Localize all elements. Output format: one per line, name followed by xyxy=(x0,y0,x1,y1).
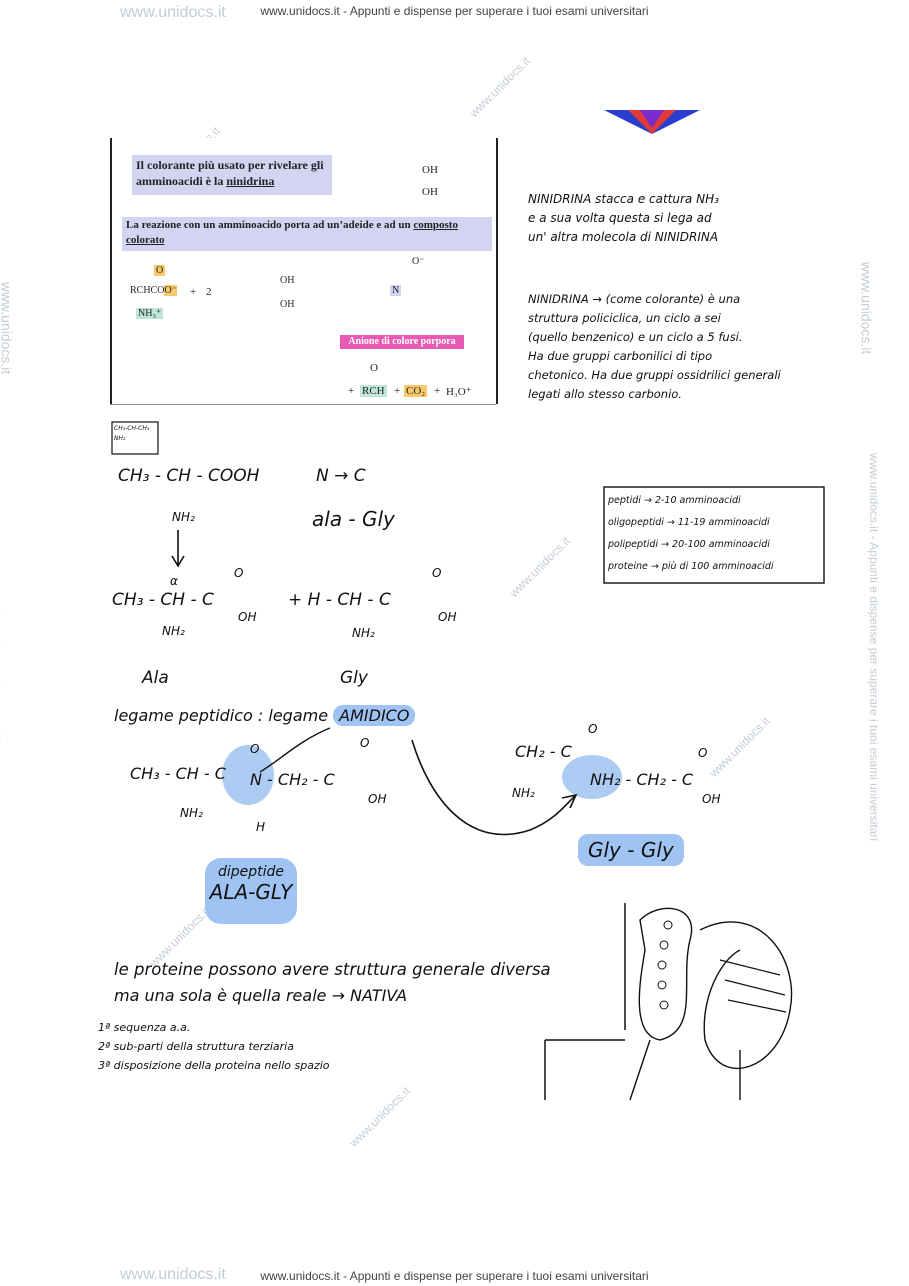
chem-o-minus: O⁻ xyxy=(412,256,425,267)
note-line: (quello benzenico) e un ciclo a 5 fusi. xyxy=(528,330,743,344)
note-line: NINIDRINA → (come colorante) è una xyxy=(528,292,741,306)
chem-rchco: RCHCOO⁻ xyxy=(130,285,177,296)
dipeptide-oh: OH xyxy=(368,792,387,806)
reaction-keyword: composto colorato xyxy=(126,219,458,246)
chem-rchco-text: RCHCO xyxy=(130,285,165,296)
chem-co2: CO₂ xyxy=(404,385,428,397)
note-line: proteine → più di 100 amminoacidi xyxy=(608,561,774,572)
dipeptide-name: ALA-GLY xyxy=(209,880,293,904)
dipeptide-formula: CH₃ - CH - C xyxy=(130,764,226,783)
chem-co-minus: O⁻ xyxy=(164,285,177,296)
glygly-rest: NH₂ - CH₂ - C xyxy=(590,770,694,789)
watermark: www.unidocs.it xyxy=(120,1266,226,1283)
proteins-line-1: le proteine possono avere struttura gene… xyxy=(114,960,551,979)
page-header: www.unidocs.it - Appunti e dispense per … xyxy=(260,4,649,18)
ala-nh2-2: NH₂ xyxy=(162,624,185,638)
reaction-text: La reazione con un amminoacido porta ad … xyxy=(126,219,414,231)
note-line: chetonico. Ha due gruppi ossidrilici gen… xyxy=(528,368,781,382)
chem-plus-2: + xyxy=(348,385,355,397)
note-line: CH₃-CH-CH₃ xyxy=(114,425,150,432)
dipeptide-nh2: NH₂ xyxy=(180,806,203,820)
chem-rch: RCH xyxy=(360,385,387,397)
note-line: Ha due gruppi carbonilici di tipo xyxy=(528,349,713,363)
dipeptide-h: H xyxy=(256,820,266,834)
peptide-classification: peptidi → 2-10 amminoacidi oligopeptidi … xyxy=(608,490,774,578)
note-line: polipeptidi → 20-100 amminoacidi xyxy=(608,539,770,550)
chem-plus-4: + xyxy=(434,385,441,397)
chem-h3o: H₃O⁺ xyxy=(446,386,472,398)
ala-nh2: NH₂ xyxy=(172,510,195,524)
chem-plus: + xyxy=(190,286,197,298)
glygly-oh: OH xyxy=(702,792,721,806)
note-line: oligopeptidi → 11-19 amminoacidi xyxy=(608,517,770,528)
direction-note: N → C xyxy=(316,466,366,486)
intro-text: Il colorante più usato per rivelare gli … xyxy=(136,158,324,188)
ala-gly-note: ala - Gly xyxy=(312,507,395,531)
gly-o: O xyxy=(432,566,442,580)
note-line: e a sua volta questa si lega ad xyxy=(528,211,712,225)
reaction-box: La reazione con un amminoacido porta ad … xyxy=(122,217,492,251)
note-line: NINIDRINA stacca e cattura NH₃ xyxy=(528,192,719,206)
dipeptide-rest: N - CH₂ - C xyxy=(250,770,335,789)
peptide-bond-text: legame peptidico : legame xyxy=(114,706,329,725)
chem-o: O xyxy=(154,265,166,276)
glygly-label: Gly - Gly xyxy=(578,834,684,866)
dipeptide-o: O xyxy=(250,742,260,756)
intro-keyword: ninidrina xyxy=(226,174,275,188)
list-item: 3ª disposizione della proteina nello spa… xyxy=(98,1059,330,1072)
alpha-label: α xyxy=(170,574,178,588)
gly-full-formula: + H - CH - C xyxy=(288,590,391,610)
ninidrina-note-1: NINIDRINA stacca e cattura NH₃ e a sua v… xyxy=(528,190,719,247)
ala-full-formula: CH₃ - CH - C xyxy=(112,590,214,610)
page-footer: www.unidocs.it - Appunti e dispense per … xyxy=(260,1269,649,1283)
note-line: un' altra molecola di NINIDRINA xyxy=(528,230,719,244)
note-line: peptidi → 2-10 amminoacidi xyxy=(608,495,741,506)
structure-list: 1ª sequenza a.a. 2ª sub-parti della stru… xyxy=(98,1018,330,1075)
ala-o: O xyxy=(234,566,244,580)
note-line: legati allo stesso carbonio. xyxy=(528,387,682,401)
proteins-line-2: ma una sola è quella reale → NATIVA xyxy=(114,986,408,1005)
chem-plus-3: + xyxy=(394,385,401,397)
ala-label: Ala xyxy=(142,668,169,688)
ninidrina-note-2: NINIDRINA → (come colorante) è una strut… xyxy=(528,290,781,404)
chem-oh-1: OH xyxy=(422,164,438,176)
glygly-o: O xyxy=(588,722,598,736)
gly-oh: OH xyxy=(438,610,457,624)
glygly-nh2: NH₂ xyxy=(512,786,535,800)
dipeptide-badge: dipeptide ALA-GLY xyxy=(205,858,297,924)
chem-n: N xyxy=(390,285,402,296)
chem-oh-4: OH xyxy=(280,299,295,310)
list-item: 1ª sequenza a.a. xyxy=(98,1021,191,1034)
watermark: www.unidocs.it xyxy=(120,4,226,21)
gly-nh2: NH₂ xyxy=(352,626,375,640)
glygly-formula: CH₂ - C xyxy=(515,742,572,761)
chem-oh-3: OH xyxy=(280,275,295,286)
note-line: NH₂ xyxy=(114,435,126,442)
intro-box: Il colorante più usato per rivelare gli … xyxy=(132,155,332,195)
amidico-highlight: AMIDICO xyxy=(333,705,416,726)
dipeptide-o-2: O xyxy=(360,736,370,750)
ala-formula: CH₃ - CH - COOH xyxy=(118,466,260,486)
note-line: struttura policiclica, un ciclo a sei xyxy=(528,311,721,325)
anion-label: Anione di colore porpora xyxy=(340,335,464,349)
ala-oh: OH xyxy=(238,610,257,624)
glygly-o-2: O xyxy=(698,746,708,760)
small-box-text: CH₃-CH-CH₃ NH₂ xyxy=(114,424,149,444)
chem-two: 2 xyxy=(206,286,212,298)
dipeptide-label: dipeptide xyxy=(217,864,285,880)
chem-nh3: NH₃⁺ xyxy=(136,308,164,319)
peptide-bond-note: legame peptidico : legame AMIDICO xyxy=(114,705,416,726)
slide-image: Il colorante più usato per rivelare gli … xyxy=(110,138,498,404)
chem-oh-2: OH xyxy=(422,186,438,198)
chem-o-2: O xyxy=(370,362,378,374)
gly-label: Gly xyxy=(340,668,368,688)
list-item: 2ª sub-parti della struttura terziaria xyxy=(98,1040,294,1053)
